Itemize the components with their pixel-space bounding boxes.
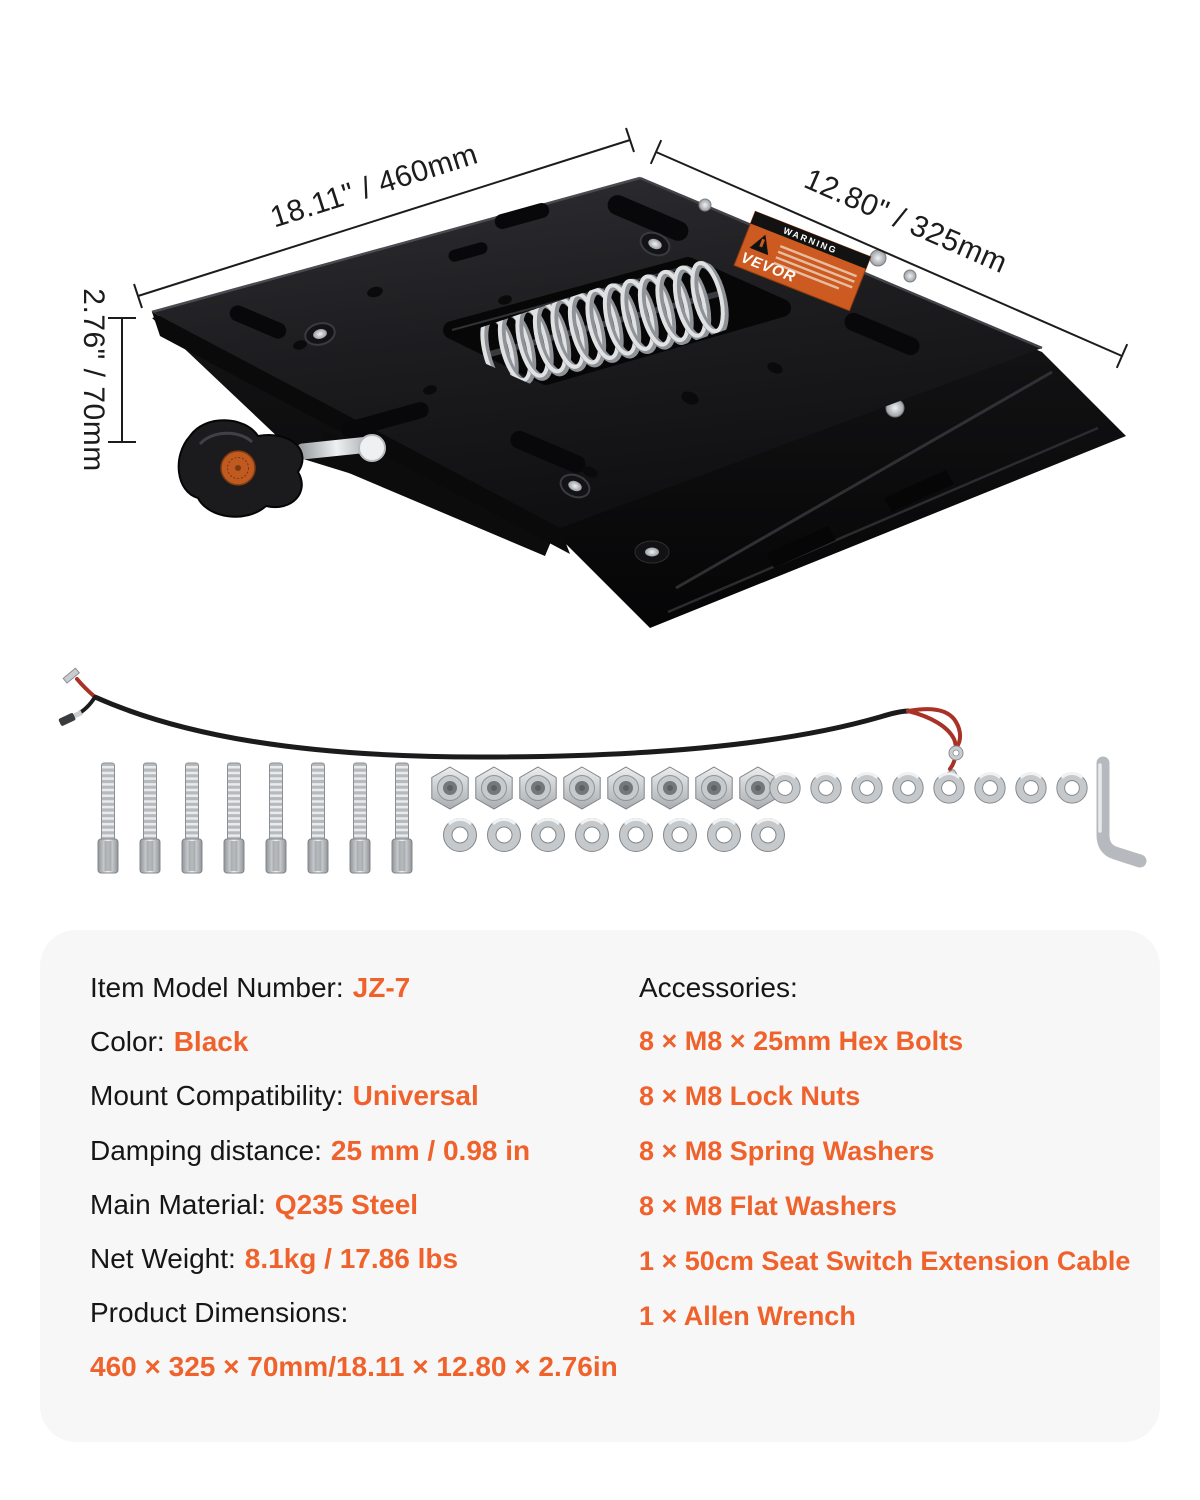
spec-net-weight: Net Weight:8.1kg / 17.86 lbs: [90, 1243, 635, 1275]
bolt-holes: [293, 286, 847, 478]
specs-column-left: Item Model Number: JZ-7 Color:Black Mount…: [90, 972, 635, 1406]
flat-washer: [662, 817, 698, 853]
hex-bolt: [392, 763, 412, 873]
sticker-text-lines: [773, 245, 858, 290]
flat-washers-set: [442, 817, 786, 853]
accessory-hex-bolts: 8 × M8 × 25mm Hex Bolts: [639, 1026, 964, 1057]
lock-nut: [651, 766, 689, 810]
spec-value: 8.1kg / 17.86 lbs: [244, 1242, 459, 1274]
hex-bolt: [266, 763, 286, 873]
accessory-spring-washers: 8 × M8 Spring Washers: [639, 1136, 935, 1167]
spec-value: Black: [173, 1026, 249, 1058]
accessory-allen-wrench: 1 × Allen Wrench: [639, 1301, 856, 1332]
lock-nut: [607, 766, 645, 810]
dimension-width-line: [133, 127, 635, 309]
spec-label: Main Material:: [90, 1188, 266, 1220]
flat-washer: [750, 817, 786, 853]
allen-wrench: [1096, 756, 1147, 868]
spring-washers-set: [768, 771, 1089, 805]
dimension-depth-line: [649, 139, 1129, 369]
flat-washer: [574, 817, 610, 853]
mounting-slots: [229, 195, 920, 474]
damping-spring-icon: [476, 260, 731, 390]
spec-color: Color:Black: [90, 1026, 635, 1058]
spec-value: 460 × 325 × 70mm/18.11 × 12.80 × 2.76in: [90, 1351, 618, 1383]
spring-washer: [1055, 771, 1089, 805]
adjustment-knob: [177, 419, 386, 518]
spring-washer: [1014, 771, 1048, 805]
lock-nut: [475, 766, 513, 810]
extension-cable: [58, 667, 964, 785]
spec-value: Q235 Steel: [274, 1188, 419, 1220]
cable-spade-terminal-icon: [62, 667, 80, 684]
flat-washer: [442, 817, 478, 853]
cable-connector-icon: [58, 713, 76, 726]
knob-bushing: [358, 434, 386, 462]
accessory-lock-nuts: 8 × M8 Lock Nuts: [639, 1081, 861, 1112]
spec-label: Net Weight:: [90, 1242, 236, 1274]
warning-sticker: WARNING VEVOR: [733, 210, 872, 312]
flat-washer: [530, 817, 566, 853]
hex-bolt: [98, 763, 118, 873]
spring-washer: [768, 771, 802, 805]
spec-value: Universal: [352, 1080, 479, 1112]
accessory-flat-washers: 8 × M8 Flat Washers: [639, 1191, 897, 1222]
spec-label: Item Model Number:: [90, 972, 344, 1003]
product-hero: WARNING VEVOR: [0, 0, 1200, 665]
flat-washer: [706, 817, 742, 853]
spec-product-dimensions-value: 460 × 325 × 70mm/18.11 × 12.80 × 2.76in: [90, 1351, 635, 1383]
specs-panel: Item Model Number: JZ-7 Color:Black Mount…: [40, 930, 1160, 1442]
spec-label: Damping distance:: [90, 1134, 322, 1166]
hex-bolt: [224, 763, 244, 873]
dimension-width-label: 18.11" / 460mm: [266, 137, 481, 234]
hex-bolt: [308, 763, 328, 873]
spec-label: Product Dimensions:: [90, 1297, 349, 1329]
spec-product-dimensions-label: Product Dimensions:: [90, 1297, 635, 1329]
dimension-height-line: [108, 317, 136, 443]
spec-value: JZ-7: [352, 972, 411, 1003]
flat-washer: [486, 817, 522, 853]
spring-washer: [891, 771, 925, 805]
seat-swivel-base-photo: WARNING VEVOR: [77, 127, 1129, 628]
lock-nut: [431, 766, 469, 810]
dimension-height-label: 2.76" / 70mm: [77, 288, 110, 471]
accessory-extension-cable: 1 × 50cm Seat Switch Extension Cable: [639, 1246, 1131, 1277]
plate-screws: [698, 198, 917, 283]
lock-nuts-set: [431, 766, 777, 810]
specs-column-right: Accessories: 8 × M8 × 25mm Hex Bolts 8 ×…: [635, 972, 1130, 1406]
flat-washer: [618, 817, 654, 853]
hex-bolt: [350, 763, 370, 873]
accessories-photo: [0, 665, 1200, 900]
spec-damping-distance: Damping distance:25 mm / 0.98 in: [90, 1135, 635, 1167]
lock-nut: [519, 766, 557, 810]
hex-bolt: [140, 763, 160, 873]
spring-washer: [809, 771, 843, 805]
hex-bolt: [182, 763, 202, 873]
lock-nut: [695, 766, 733, 810]
spec-label: Mount Compatibility:: [90, 1080, 344, 1112]
lock-nut: [563, 766, 601, 810]
spec-item-model: Item Model Number: JZ-7: [90, 972, 635, 1004]
spring-washer: [932, 771, 966, 805]
spec-mount-compatibility: Mount Compatibility:Universal: [90, 1080, 635, 1112]
hex-bolts-set: [98, 763, 412, 873]
accessories-header: Accessories:: [639, 972, 798, 1003]
spring-washer: [973, 771, 1007, 805]
spec-value: 25 mm / 0.98 in: [330, 1134, 531, 1166]
spec-label: Color:: [90, 1026, 165, 1058]
spring-washer: [850, 771, 884, 805]
accessories-illustration: [58, 667, 1147, 900]
spec-main-material: Main Material:Q235 Steel: [90, 1189, 635, 1221]
